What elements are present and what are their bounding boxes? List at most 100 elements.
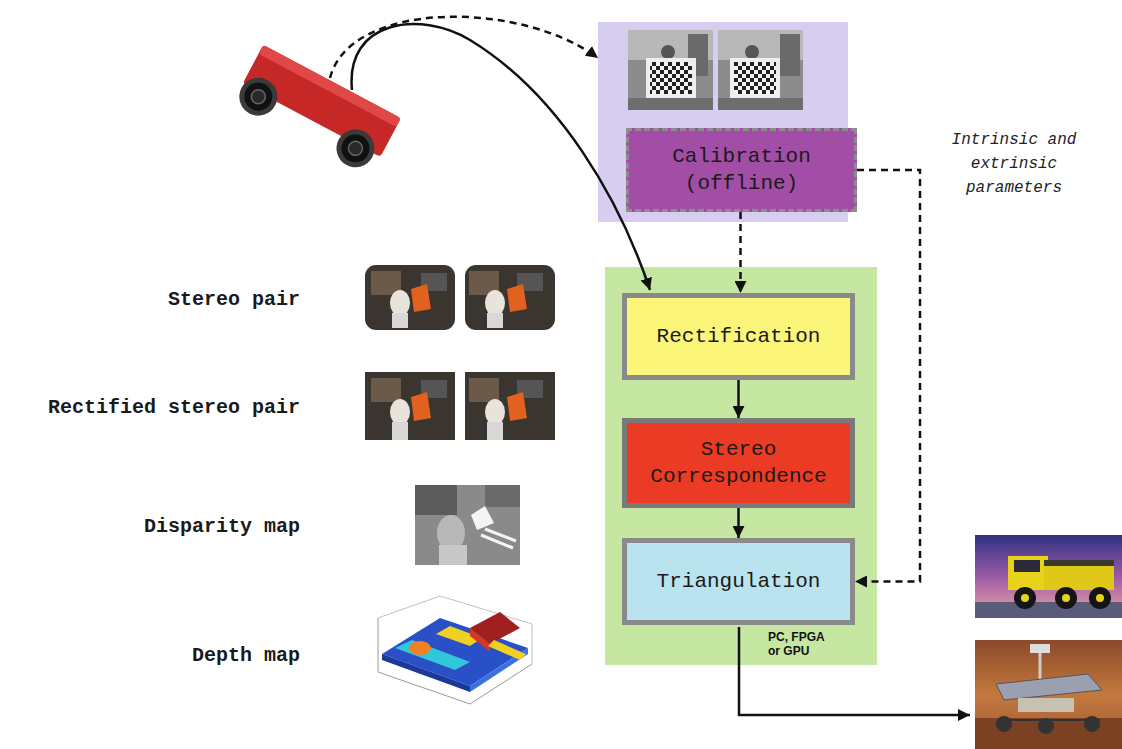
rectified-image: [487, 422, 503, 440]
truck-photo: [1096, 594, 1104, 602]
disparity-image: [471, 506, 494, 530]
stereo-camera: [330, 123, 381, 174]
calibration-box: Calibration (offline): [626, 128, 857, 212]
rover-photo: [1038, 718, 1054, 734]
rover-photo: [996, 716, 1012, 732]
calibration-photo: [718, 30, 803, 110]
calibration-photo: [734, 62, 776, 94]
stereo-image: [365, 265, 455, 330]
label-slot: Stereo pair: [168, 288, 300, 311]
truck-photo: [1021, 594, 1029, 602]
calibration-photo: [780, 34, 800, 76]
calibration-photo: [661, 45, 675, 59]
disparity-image: [415, 485, 457, 515]
truck-photo: [1062, 594, 1070, 602]
stereo-image: [365, 265, 455, 330]
truck-photo: [1044, 566, 1114, 590]
stereo-camera: [249, 87, 268, 106]
rover-photo: [1030, 644, 1050, 653]
calibration-photo: [628, 30, 713, 110]
calibration-photo: [650, 62, 692, 94]
calibration-photo: [628, 98, 713, 110]
correspondence-box: Stereo Correspondence: [622, 418, 855, 508]
truck-photo: [1014, 560, 1040, 572]
stereo-camera: [232, 45, 401, 177]
disparity-image: [485, 485, 520, 507]
rover-photo: [1018, 698, 1074, 712]
connector: [737, 508, 740, 538]
truck-photo: [1089, 587, 1111, 609]
truck-photo: [1008, 556, 1048, 590]
stereo-image: [411, 284, 431, 312]
stereo-camera: [346, 139, 365, 158]
rectified-image: [392, 422, 408, 440]
stereo-camera: [330, 123, 381, 174]
box-label: Triangulation: [657, 568, 821, 595]
depth-plot: [470, 628, 490, 652]
rover-photo: [975, 640, 1122, 749]
stage-label: Stereo pair: [168, 288, 300, 311]
disparity-image: [415, 485, 520, 565]
disparity-image: [415, 485, 520, 565]
box-label: Stereo Correspondence: [635, 436, 842, 491]
rover-photo: [975, 640, 1122, 749]
calibration-photo: [718, 30, 803, 110]
rectified-image: [507, 392, 527, 421]
depth-plot: [378, 596, 532, 704]
rectified-image: [365, 372, 455, 440]
truck-photo: [975, 535, 1122, 618]
label-slot: Intrinsic and extrinsic parameters: [928, 128, 1100, 200]
rectified-image: [465, 372, 555, 440]
calibration-photo: [628, 30, 713, 110]
truck-photo: [1055, 587, 1077, 609]
processing-panel: PC, FPGA or GPU RectificationStereo Corre…: [605, 267, 877, 665]
calibration-photo: [730, 58, 780, 98]
truck-photo: [1044, 560, 1114, 566]
rover-photo: [996, 674, 1102, 700]
stereo-camera: [259, 45, 401, 127]
label-slot: Depth map: [192, 644, 300, 667]
truck-photo: [975, 535, 1122, 618]
calibration-photo: [646, 58, 696, 98]
stereo-camera: [239, 78, 277, 116]
depth-plot: [395, 640, 470, 670]
stereo-camera: [233, 71, 284, 122]
calibration-photo: [745, 45, 759, 59]
parameter-note: Intrinsic and extrinsic parameters: [928, 128, 1100, 200]
label-slot: Rectified stereo pair: [48, 396, 300, 419]
rectified-image: [371, 378, 401, 402]
connector: [737, 380, 740, 418]
stage-label: Depth map: [192, 644, 300, 667]
stereo-camera: [233, 71, 284, 122]
truck-photo: [1014, 587, 1036, 609]
connector: [855, 170, 920, 582]
rectified-image: [469, 378, 499, 402]
label-slot: Disparity map: [144, 515, 300, 538]
box-label: Rectification: [657, 323, 821, 350]
rectified-image: [365, 372, 455, 440]
stereo-image: [487, 313, 503, 328]
stereo-image: [392, 313, 408, 328]
rectified-image: [485, 399, 505, 425]
depth-plot: [488, 640, 526, 660]
stage-label: Rectified stereo pair: [48, 396, 300, 419]
stereo-image: [507, 284, 527, 312]
stereo-image: [465, 265, 555, 330]
stereo-image: [485, 290, 505, 316]
calibration-photo: [718, 98, 803, 110]
rectified-image: [390, 399, 410, 425]
rectified-image: [411, 392, 431, 421]
hardware-note: PC, FPGA or GPU: [768, 631, 832, 659]
stereo-image: [390, 290, 410, 316]
connector: [739, 212, 742, 293]
rover-photo: [1084, 716, 1100, 732]
calibration-capture-arrow: [330, 17, 598, 78]
triangulation-box: Triangulation: [622, 538, 855, 625]
box-label: Calibration (offline): [637, 143, 846, 198]
stereo-image: [465, 265, 555, 330]
depth-plot: [409, 641, 431, 655]
